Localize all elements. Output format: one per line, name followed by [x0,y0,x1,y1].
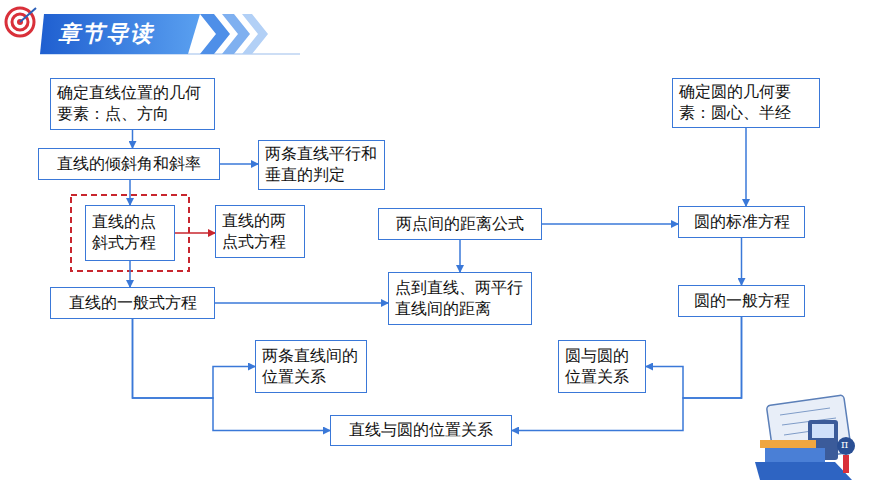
concept-box: 圆与圆的位置关系 [558,340,646,393]
desk-illustration [755,395,855,480]
chapter-title: 章节导读 [58,16,154,52]
highlight-frame [71,195,189,271]
flow-arrow [646,317,742,398]
concept-box: 直线的点斜式方程 [85,205,175,261]
title-banner [40,14,200,54]
box-text: 圆的一般方程 [694,291,790,312]
flow-arrow [512,317,742,431]
box-text: 直线的点斜式方程 [92,212,168,254]
target-icon [6,8,36,36]
concept-box: 直线的一般式方程 [50,287,215,319]
flow-arrow [215,302,388,304]
box-text: 点到直线、两平行直线间的距离 [395,278,525,320]
flow-arrow [133,319,256,398]
concept-box: 圆的标准方程 [678,206,805,238]
concept-box: 两条直线间的位置关系 [255,340,367,393]
concept-box: 圆的一般方程 [678,285,805,317]
chevron [242,14,268,54]
box-text: 确定圆的几何要素：圆心、半经 [679,82,813,124]
flow-arrow [132,130,134,148]
box-text: 直线与圆的位置关系 [349,420,493,441]
flow-arrow [175,232,215,234]
flow-arrow [220,163,258,165]
flow-arrow [459,240,461,272]
concept-box: 确定直线位置的几何要素：点、方向 [50,78,215,130]
concept-box: 直线的倾斜角和斜率 [38,148,220,180]
box-text: 圆的标准方程 [694,212,790,233]
flow-arrow [542,223,678,225]
box-text: 两条直线平行和垂直的判定 [265,144,378,186]
flow-arrow [745,128,747,206]
concept-box: 两点间的距离公式 [378,208,542,240]
concept-box: 确定圆的几何要素：圆心、半经 [672,78,820,128]
concept-box: 点到直线、两平行直线间的距离 [388,272,532,325]
concept-box: 直线的两点式方程 [215,205,305,258]
box-text: 确定直线位置的几何要素：点、方向 [57,83,208,125]
box-text: 直线的倾斜角和斜率 [57,154,201,175]
flow-arrow [129,261,131,287]
box-text: 两点间的距离公式 [396,214,524,235]
illustration-symbol: π [841,438,848,451]
chevron [200,14,230,54]
box-text: 直线的一般式方程 [69,293,197,314]
box-text: 两条直线间的位置关系 [262,346,360,388]
concept-box: 两条直线平行和垂直的判定 [258,140,385,190]
box-text: 圆与圆的位置关系 [565,346,639,388]
concept-box: 直线与圆的位置关系 [330,415,512,446]
flow-arrow [741,238,743,285]
box-text: 直线的两点式方程 [222,211,298,253]
chevron [222,14,250,54]
flow-arrow [129,180,131,205]
